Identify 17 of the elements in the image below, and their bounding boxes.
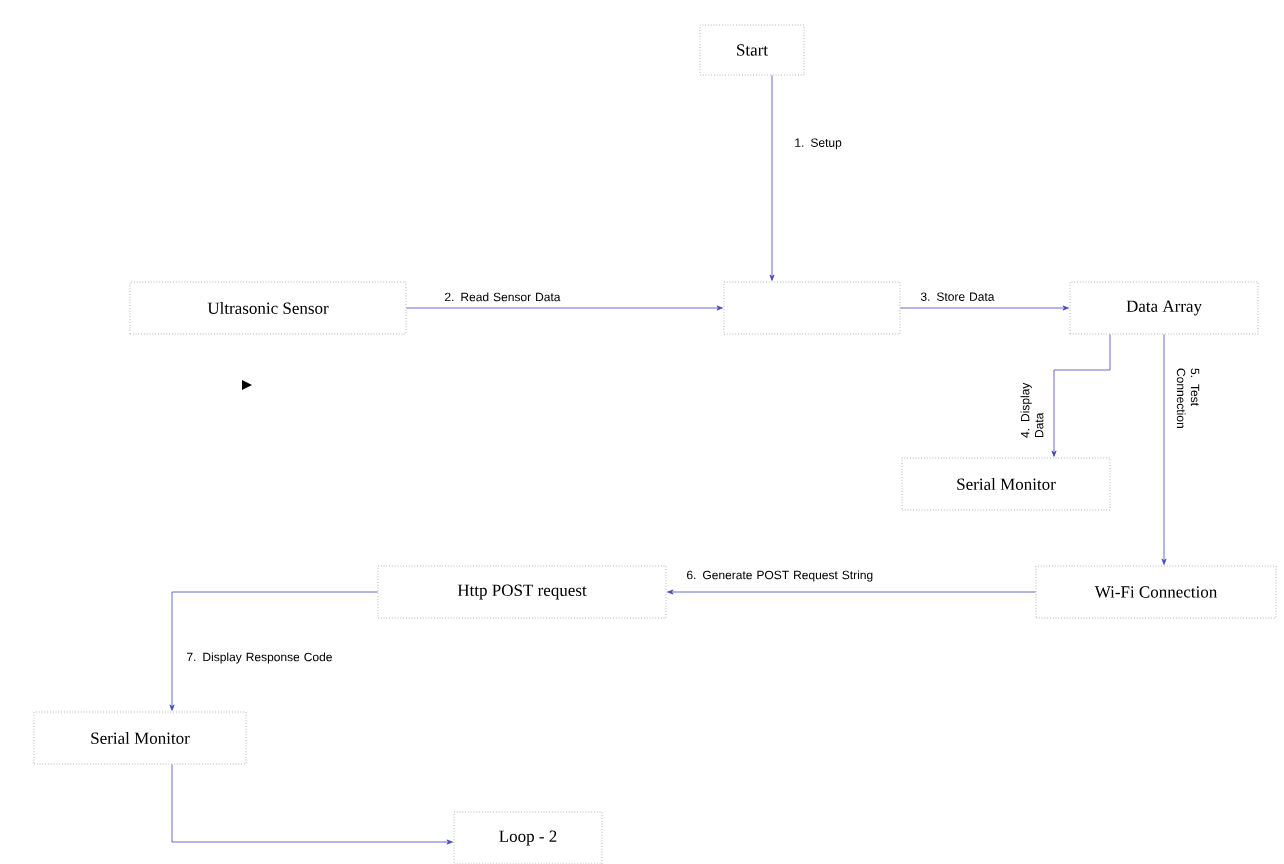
process-box: Http POST request bbox=[377, 565, 667, 619]
process-box: Loop - 2 bbox=[453, 811, 603, 864]
process-box: Start bbox=[699, 24, 805, 76]
arrow bbox=[171, 764, 453, 845]
arrow bbox=[1161, 334, 1167, 565]
process-box: Ultrasonic Sensor bbox=[129, 281, 407, 335]
arrow bbox=[667, 589, 1036, 595]
process-box bbox=[723, 281, 901, 335]
process-box: Serial Monitor bbox=[901, 457, 1111, 511]
arrow bbox=[900, 305, 1069, 311]
process-box: Data Array bbox=[1069, 281, 1259, 335]
arrow bbox=[406, 305, 723, 311]
process-box: Serial Monitor bbox=[33, 711, 247, 765]
arrow bbox=[1051, 334, 1111, 457]
arrow bbox=[769, 75, 775, 281]
arrow bbox=[169, 591, 378, 711]
process-box: Wi-Fi Connection bbox=[1035, 565, 1277, 619]
